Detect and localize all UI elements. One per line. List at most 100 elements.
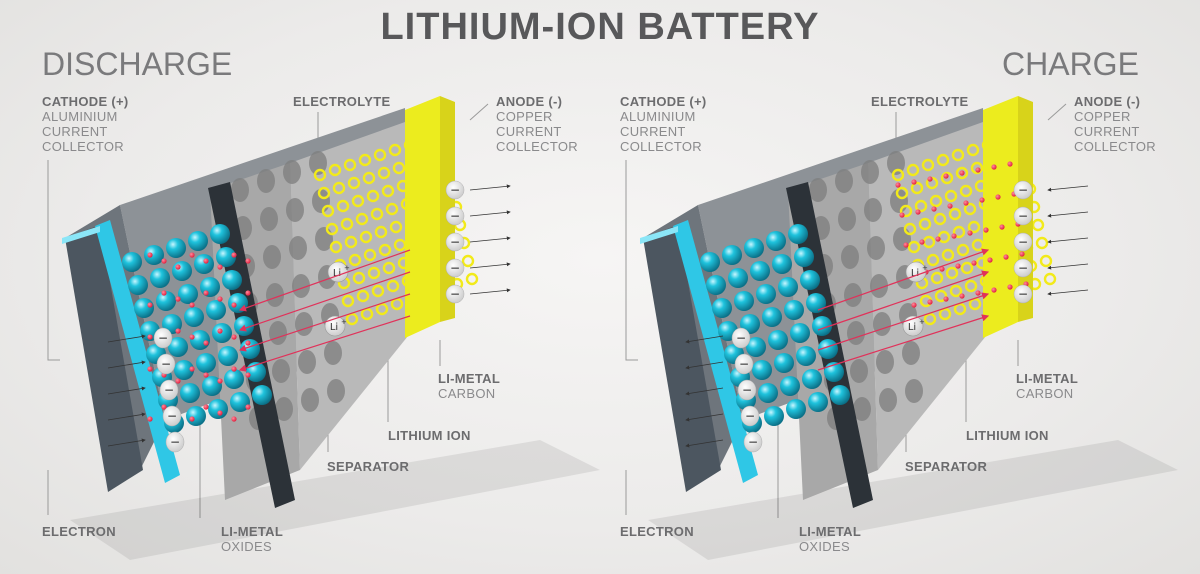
oxide-sphere (750, 261, 770, 281)
electron-symbol: − (164, 383, 174, 397)
carbon-ring (386, 279, 400, 293)
electron-icon (1013, 258, 1033, 278)
cathode-label-line2: CURRENT (620, 124, 686, 139)
oxide-sphere (722, 245, 742, 265)
limetal-oxides-head: LI-METAL (221, 524, 284, 539)
electron-icon (1013, 206, 1033, 226)
lithium-atom (903, 242, 909, 248)
electron-text: ELECTRON (42, 524, 116, 539)
limetal-carbon-sub: CARBON (438, 386, 496, 401)
carbon-ring (959, 184, 973, 198)
leader-line (47, 160, 60, 361)
electrolyte-pore (260, 207, 278, 231)
electrolyte-pore (838, 207, 856, 231)
electron-flow-arrow (685, 335, 724, 344)
oxide-sphere (758, 383, 778, 403)
carbon-ring (465, 272, 479, 286)
electron-symbol: − (1018, 261, 1028, 275)
lithium-ion-text: LITHIUM ION (966, 428, 1049, 443)
oxide-sphere (208, 399, 228, 419)
oxide-sphere (796, 346, 816, 366)
discharge-heading: DISCHARGE (42, 46, 233, 82)
lithium-atom (245, 340, 251, 346)
oxide-sphere (196, 353, 216, 373)
lithium-atom (189, 302, 195, 308)
electron-label: ELECTRON (620, 524, 694, 539)
electrolyte-pore (847, 321, 865, 345)
carbon-ring (952, 225, 966, 239)
oxide-sphere (766, 231, 786, 251)
electron-symbol: − (1018, 183, 1028, 197)
oxide-sphere (830, 385, 850, 405)
electrolyte-pore (324, 341, 342, 365)
cathode-label: CATHODE (+) ALUMINIUM CURRENT COLLECTOR (42, 94, 128, 154)
lithium-atom (963, 200, 969, 206)
lithium-ion-charge: + (922, 264, 928, 272)
carbon-ring (375, 302, 389, 316)
lithium-atom (245, 258, 251, 264)
lithium-atom (975, 167, 981, 173)
carbon-ring (367, 266, 381, 280)
carbon-ring (921, 158, 935, 172)
carbon-ring (356, 289, 370, 303)
electron-icon (740, 405, 760, 427)
carbon-ring (317, 186, 331, 200)
carbon-ring (344, 235, 358, 249)
electron-symbol: − (161, 357, 171, 371)
carbon-ring (389, 220, 403, 234)
electrolyte-pore (850, 359, 868, 383)
separator-label: SEPARATOR (327, 459, 409, 474)
electron-symbol: − (450, 183, 460, 197)
lithium-atom (203, 404, 209, 410)
lithium-atom (231, 334, 237, 340)
oxide-sphere (194, 254, 214, 274)
oxide-sphere (756, 284, 776, 304)
oxide-sphere (230, 392, 250, 412)
lithium-atom (175, 378, 181, 384)
electron-icon (1013, 180, 1033, 200)
carbon-ring (373, 148, 387, 162)
oxide-sphere (172, 261, 192, 281)
lithium-atom (147, 302, 153, 308)
lithium-atom (991, 164, 997, 170)
carbon-ring (914, 199, 928, 213)
oxide-sphere (784, 300, 804, 320)
electron-symbol: − (158, 331, 168, 345)
limetal-oxides-label: LI-METAL OXIDES (799, 524, 861, 554)
lithium-atom (959, 170, 965, 176)
cell-front-face (643, 225, 721, 492)
lithium-atom (245, 290, 251, 296)
carbon-ring (936, 153, 950, 167)
electron-icon (737, 379, 757, 401)
electrolyte-pore (301, 388, 319, 412)
electron-symbol: − (170, 435, 180, 449)
cell-shadow (70, 440, 600, 560)
carbon-ring (899, 204, 913, 218)
oxide-sphere (186, 406, 206, 426)
battery-cell: −−−−−−−−−−Li+Li+ (625, 96, 1178, 560)
lithium-atom (927, 176, 933, 182)
oxide-sphere (240, 339, 260, 359)
oxide-sphere (700, 252, 720, 272)
electron-icon (445, 232, 465, 252)
carbon-ring (352, 271, 366, 285)
electrolyte-pore (890, 189, 908, 213)
limetal-oxides-sub: OXIDES (221, 539, 272, 554)
electrolyte-pore (275, 397, 293, 421)
carbon-ring (461, 254, 475, 268)
oxide-sphere (806, 293, 826, 313)
lithium-atom (959, 293, 965, 299)
carbon-ring (895, 186, 909, 200)
limetal-carbon-sub: CARBON (1016, 386, 1074, 401)
carbon-ring (891, 168, 905, 182)
lithium-atom (217, 328, 223, 334)
electron-symbol: − (742, 383, 752, 397)
electron-icon (731, 327, 751, 349)
lithium-atom (1007, 284, 1013, 290)
electrolyte-pore (257, 169, 275, 193)
anode-label-line2: CURRENT (496, 124, 562, 139)
electrolyte-pore (905, 379, 923, 403)
electrolyte-pore (266, 283, 284, 307)
carbon-ring (336, 199, 350, 213)
electrolyte-pore (269, 321, 287, 345)
